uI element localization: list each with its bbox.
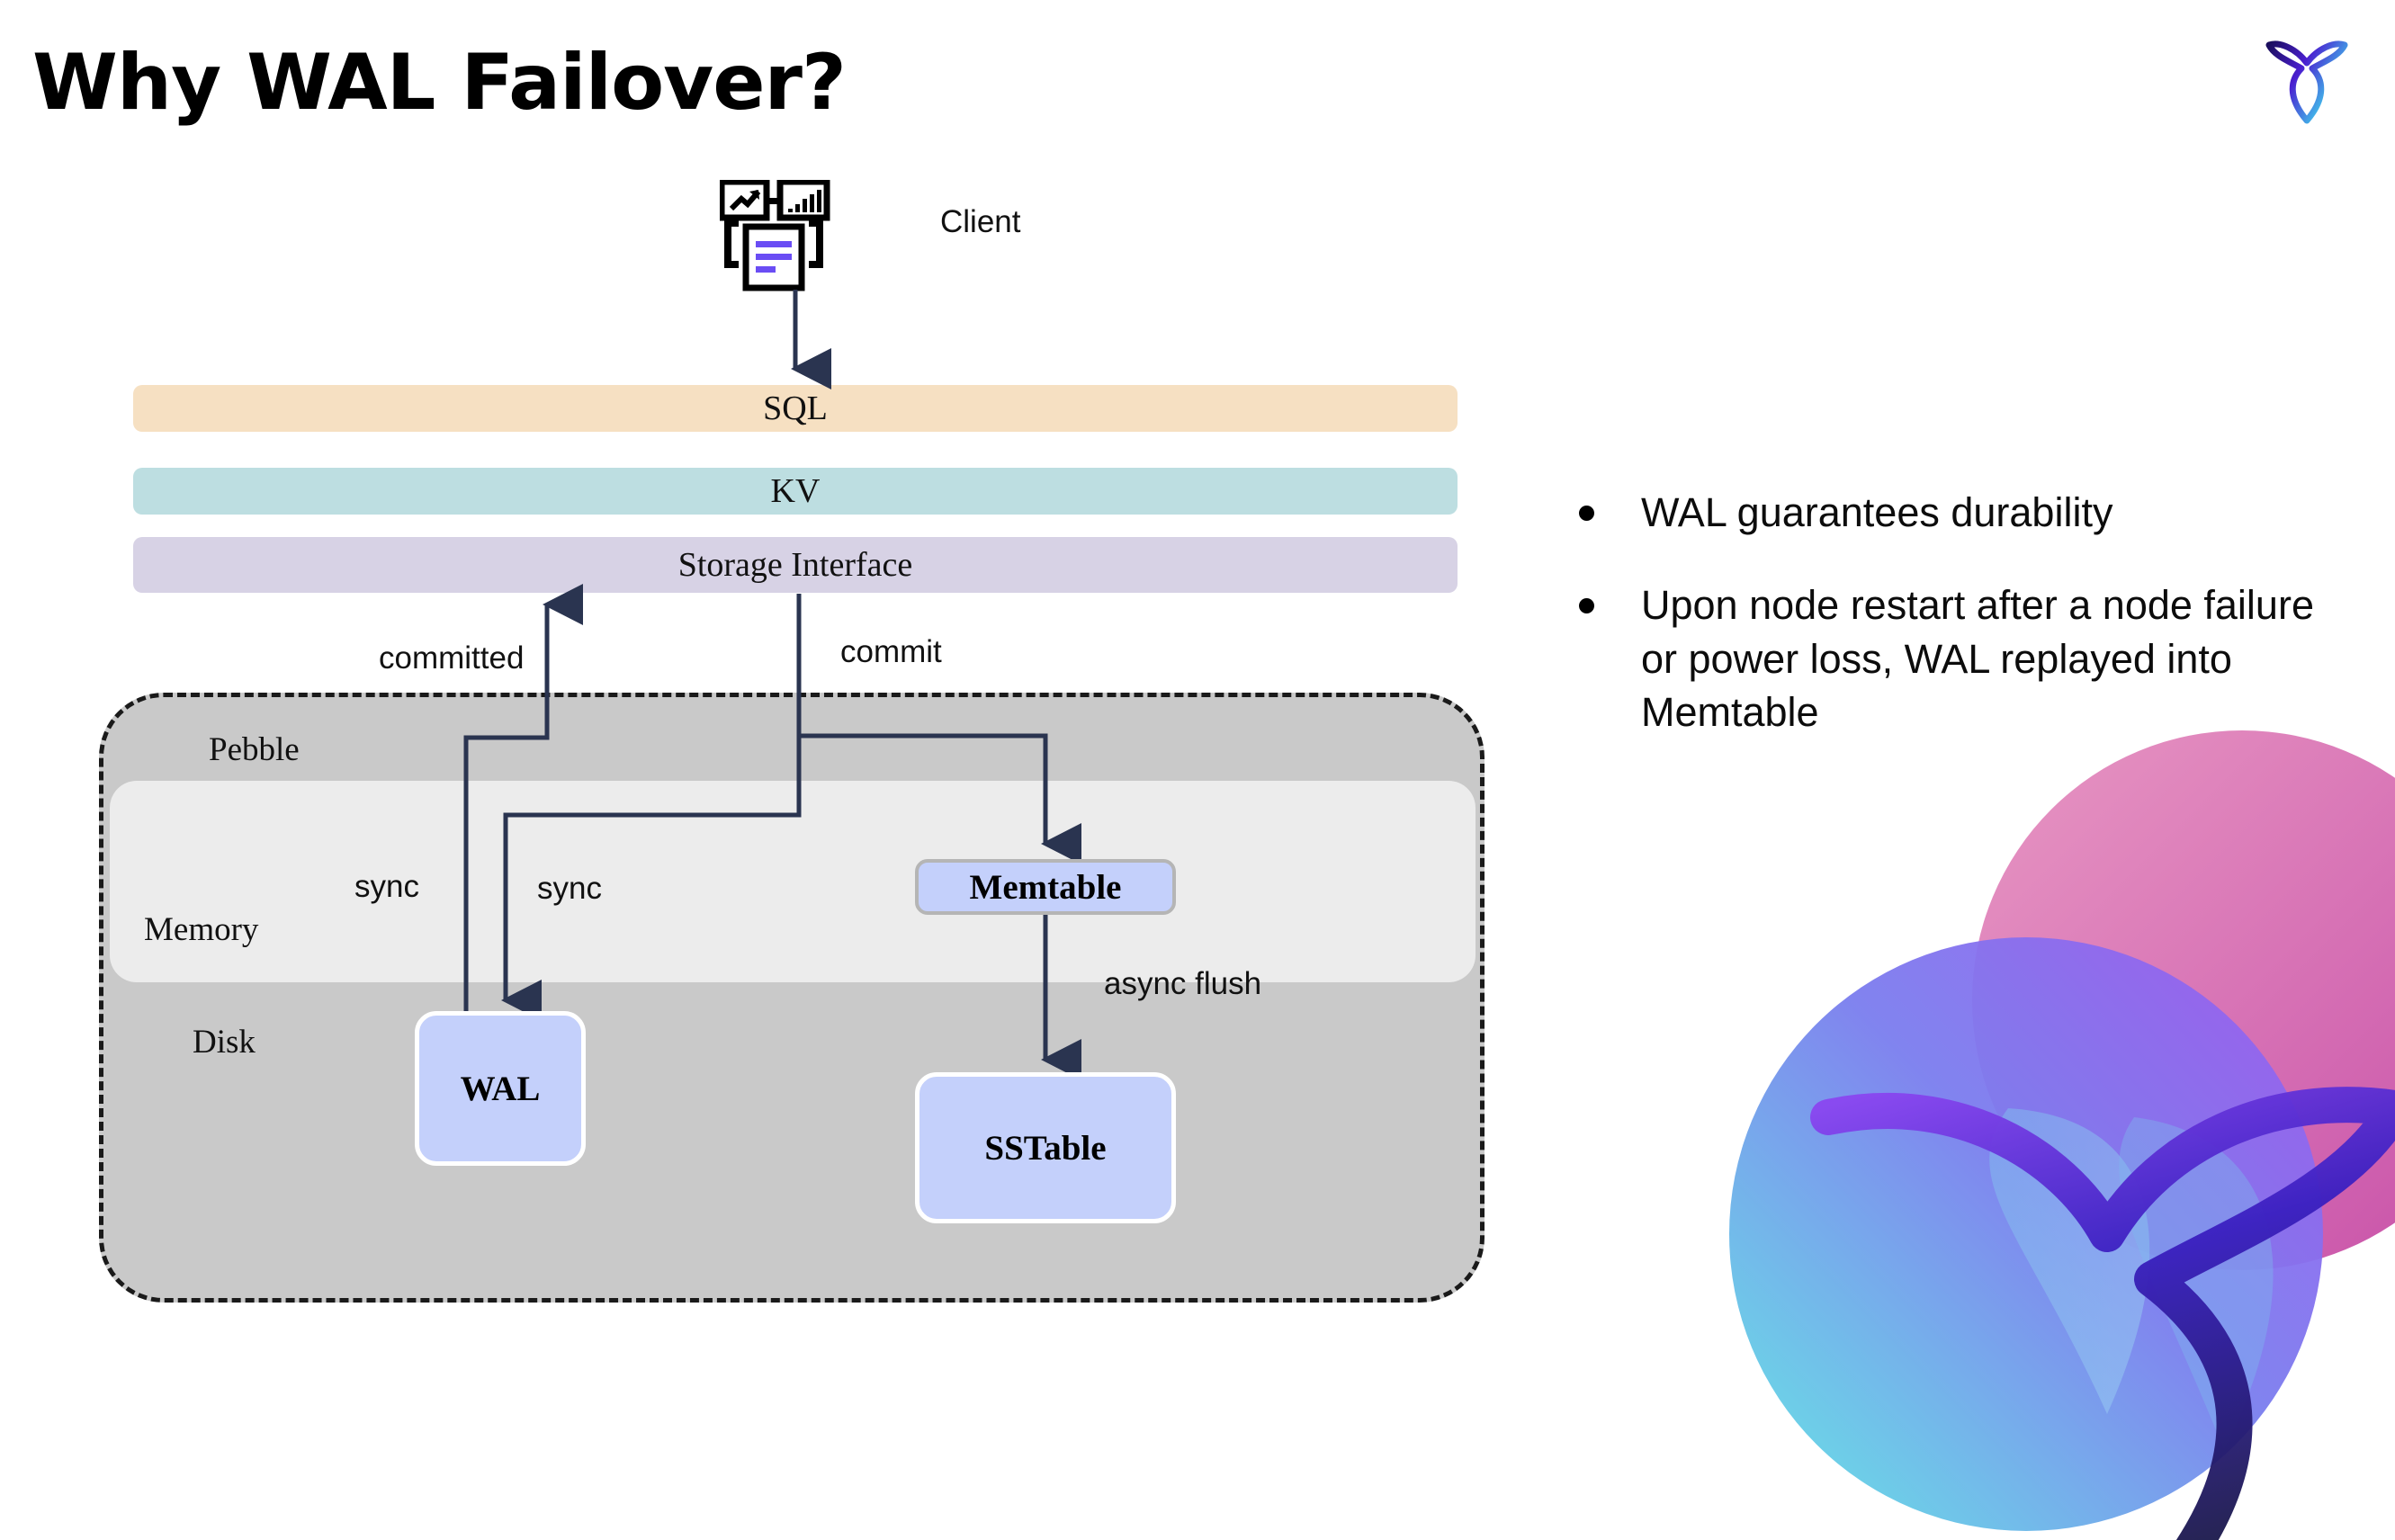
list-item: Upon node restart after a node failure o… (1579, 578, 2353, 739)
edge-label-sync-left: sync (354, 869, 419, 904)
layer-bar-kv[interactable]: KV (133, 468, 1458, 515)
bullet-dot-icon (1579, 598, 1594, 614)
bullet-text: Upon node restart after a node failure o… (1641, 582, 2314, 736)
edge-label-commit: commit (840, 634, 942, 669)
cockroach-labs-watermark-icon (1729, 730, 2395, 1540)
edge-label-sync-right: sync (537, 871, 602, 906)
client-dashboard-icon (720, 180, 830, 291)
node-wal-label: WAL (460, 1069, 541, 1108)
layer-bar-storage-interface[interactable]: Storage Interface (133, 537, 1458, 593)
connector-arrows (463, 290, 1082, 1081)
bullet-text: WAL guarantees durability (1641, 489, 2113, 535)
pebble-label: Pebble (209, 731, 300, 768)
layer-bar-kv-label: KV (770, 472, 821, 510)
page-title: Why WAL Failover? (32, 38, 847, 128)
architecture-diagram: Client SQL KV Storage Interface Pebble M… (99, 180, 1485, 1303)
node-memtable[interactable]: Memtable (915, 859, 1176, 915)
layer-bar-storage-interface-label: Storage Interface (677, 546, 913, 584)
node-sstable-label: SSTable (984, 1128, 1107, 1168)
cockroach-labs-logo-icon (2265, 40, 2348, 124)
layer-bar-sql[interactable]: SQL (133, 385, 1458, 432)
node-sstable[interactable]: SSTable (915, 1072, 1176, 1223)
bullet-dot-icon (1579, 506, 1594, 521)
client-label: Client (940, 204, 1021, 239)
node-memtable-label: Memtable (969, 867, 1122, 907)
memory-label: Memory (144, 911, 259, 948)
disk-label: Disk (193, 1024, 256, 1061)
edge-label-async-flush: async flush (1104, 966, 1262, 1001)
edge-label-committed: committed (379, 640, 525, 676)
layer-bar-sql-label: SQL (763, 389, 828, 427)
list-item: WAL guarantees durability (1579, 486, 2353, 539)
bullet-list: WAL guarantees durability Upon node rest… (1579, 486, 2353, 779)
node-wal[interactable]: WAL (415, 1011, 586, 1166)
